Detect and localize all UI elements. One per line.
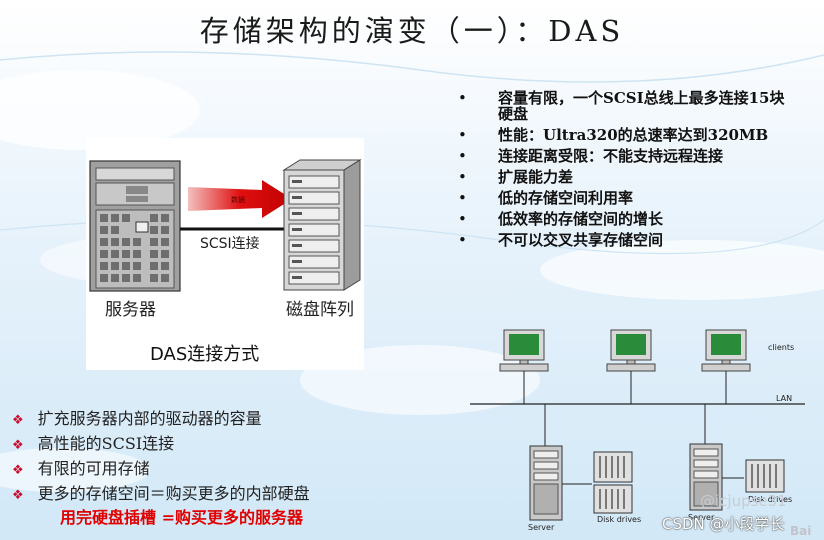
lan-label: LAN bbox=[776, 394, 793, 403]
drawback-item: •不可以交叉共享存储空间 bbox=[458, 231, 664, 249]
bullet-icon: • bbox=[458, 210, 467, 228]
network-disk-drives2-label: Disk drives bbox=[748, 495, 793, 504]
feature-item: ❖更多的存储空间＝购买更多的内部硬盘 bbox=[12, 484, 310, 503]
drawback-list: •容量有限，一个SCSI总线上最多连接15块硬盘 •性能：Ultra320的总速… bbox=[458, 90, 798, 253]
bai-watermark: Bai bbox=[790, 524, 812, 538]
drawback-item: •低的存储空间利用率 bbox=[458, 189, 634, 207]
disk-array-icon bbox=[282, 159, 362, 291]
faint-watermark: @icjupse31 bbox=[700, 492, 787, 510]
disk-drives-icon bbox=[745, 459, 785, 493]
disk-array-label: 磁盘阵列 bbox=[286, 300, 354, 320]
csdn-watermark: CSDN @小段学长 bbox=[662, 515, 785, 533]
feature-list: ❖扩充服务器内部的驱动器的容量 ❖高性能的SCSI连接 ❖有限的可用存储 ❖更多… bbox=[12, 407, 310, 507]
clients-label: clients bbox=[768, 343, 795, 352]
client-computer-icon bbox=[499, 329, 549, 372]
bullet-icon: • bbox=[458, 231, 467, 249]
disk-drives-icon bbox=[593, 451, 633, 514]
bullet-icon: • bbox=[458, 126, 467, 144]
highlight-conclusion: 用完硬盘插槽 =购买更多的服务器 bbox=[60, 508, 303, 527]
slide-title: 存储架构的演变（一）：DAS bbox=[199, 14, 625, 48]
diamond-bullet-icon: ❖ bbox=[12, 463, 24, 478]
network-server2-label: Server bbox=[688, 513, 715, 522]
diamond-bullet-icon: ❖ bbox=[12, 488, 24, 503]
server-tower-icon bbox=[89, 160, 181, 292]
feature-item: ❖扩充服务器内部的驱动器的容量 bbox=[12, 409, 262, 428]
drawback-item: •低效率的存储空间的增长 bbox=[458, 210, 664, 228]
diamond-bullet-icon: ❖ bbox=[12, 413, 24, 428]
feature-item: ❖高性能的SCSI连接 bbox=[12, 434, 175, 453]
bullet-icon: • bbox=[458, 147, 467, 165]
server-icon bbox=[689, 443, 723, 511]
drawback-item: •连接距离受限：不能支持远程连接 bbox=[458, 147, 724, 165]
bullet-icon: • bbox=[458, 189, 467, 207]
das-caption: DAS连接方式 bbox=[150, 344, 260, 365]
data-arrow-icon bbox=[188, 180, 292, 218]
feature-item: ❖有限的可用存储 bbox=[12, 459, 150, 478]
arrow-label: 数据 bbox=[231, 196, 245, 204]
drawback-item: •扩展能力差 bbox=[458, 168, 574, 186]
drawback-item: •性能：Ultra320的总速率达到320MB bbox=[458, 126, 769, 144]
server-label: 服务器 bbox=[105, 300, 156, 320]
diamond-bullet-icon: ❖ bbox=[12, 438, 24, 453]
client-computer-icon bbox=[606, 329, 656, 372]
drawback-item: •容量有限，一个SCSI总线上最多连接15块硬盘 bbox=[458, 89, 785, 123]
bullet-icon: • bbox=[458, 168, 467, 186]
network-disk-drives-label: Disk drives bbox=[597, 515, 642, 524]
bullet-icon: • bbox=[458, 89, 467, 107]
client-computer-icon bbox=[701, 329, 751, 372]
server-icon bbox=[529, 445, 563, 521]
network-server-label: Server bbox=[528, 523, 555, 532]
scsi-link-label: SCSI连接 bbox=[200, 236, 260, 252]
